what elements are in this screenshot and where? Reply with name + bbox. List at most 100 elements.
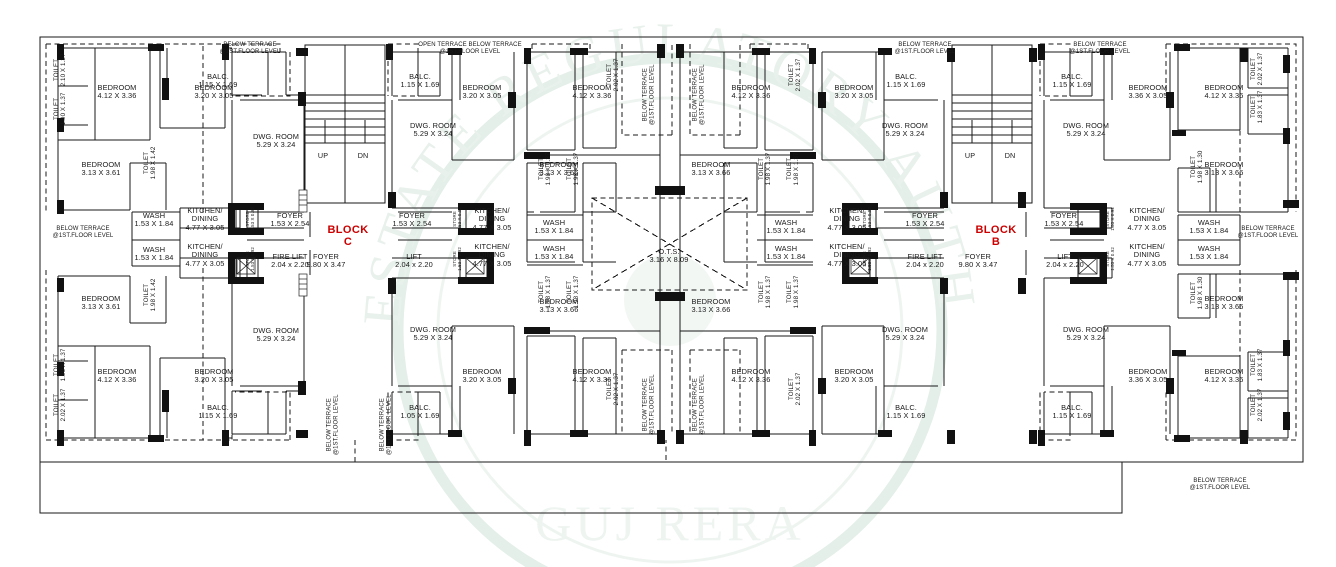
room-wash: WASH 1.53 X 1.84 [134, 211, 174, 229]
room-dwg: DWG. ROOM 5.29 X 3.24 [409, 325, 457, 343]
room-bedroom: BEDROOM 4.12 X 3.36 [572, 367, 612, 385]
room-toilet: TOILET 1.98 X 1.30 [1190, 150, 1204, 184]
room-toilet: TOILET 2.02 X 1.37 [53, 388, 67, 422]
room-wash: WASH 1.53 X 1.84 [534, 244, 574, 262]
stair-dn-label: DN [1004, 151, 1016, 160]
room-toilet: TOILET 1.90 X 1.37 [53, 92, 67, 126]
room-bedroom: BEDROOM 3.20 X 3.05 [834, 83, 874, 101]
room-fire-lift: FIRE LIFT 2.04 x 2.20 [271, 252, 309, 270]
room-kitchen: KITCHEN/ DINING 4.77 X 3.05 [1127, 206, 1167, 232]
walls-left-top [57, 47, 305, 229]
room-toilet: TOILET 1.98 X 1.37 [786, 152, 800, 186]
below-terrace-large-label: BELOW TERRACE @1ST.FLOOR LEVEL [1189, 478, 1251, 491]
room-kitchen: KITCHEN/ DINING 4.77 X 3.05 [185, 206, 225, 232]
below-terrace-label: BELOW TERRACE @1ST.FLOOR LEVEL [219, 42, 281, 55]
room-wash: WASH 1.53 X 1.84 [766, 218, 806, 236]
room-bedroom: BEDROOM 3.13 X 3.61 [81, 294, 121, 312]
store-label: STORE 1.53 X 0.92 [245, 207, 255, 231]
below-terrace-label: BELOW TERRACE @1ST.FLOOR LEVEL [1069, 42, 1131, 55]
below-terrace-label: BELOW TERRACE @1ST.FLOOR LEVEL [692, 64, 705, 126]
room-foyer: FOYER 1.53 X 2.54 [392, 211, 432, 229]
store-label: STORE 1.53 X 0.92 [1105, 247, 1115, 271]
stair-right [951, 44, 1033, 204]
room-wash: WASH 1.53 X 1.84 [1189, 218, 1229, 236]
room-bedroom: BEDROOM 3.20 X 3.05 [834, 367, 874, 385]
room-kitchen: KITCHEN/ DINING 4.77 X 3.05 [827, 242, 867, 268]
room-bedroom: BEDROOM 3.13 X 3.61 [81, 160, 121, 178]
room-bedroom: BEDROOM 4.12 X 3.36 [97, 83, 137, 101]
store-label: STORE 1.53 X 0.92 [452, 247, 462, 271]
room-dwg: DWG. ROOM 5.29 X 3.24 [252, 132, 300, 150]
room-bedroom: BEDROOM 3.36 X 3.05 [1128, 83, 1168, 101]
room-ots: O.T.S. 3.16 X 8.09 [649, 247, 689, 265]
room-bedroom: BEDROOM 4.12 X 3.36 [1204, 83, 1244, 101]
room-balc: BALC. 1.15 X 1.69 [886, 72, 926, 90]
walls-center-left [391, 51, 515, 435]
walls-left-bottom [57, 257, 305, 439]
room-toilet: TOILET 1.98 X 1.37 [566, 275, 580, 309]
room-balc: BALC. 1.15 X 1.69 [198, 403, 238, 421]
stair-dn-label: DN [357, 151, 369, 160]
room-toilet: TOILET 1.98 X 1.42 [143, 278, 157, 312]
room-dwg: DWG. ROOM 5.29 X 3.24 [252, 326, 300, 344]
store-label: STORE 1.53 X 0.92 [1105, 207, 1115, 231]
room-foyer-main: FOYER 9.80 X 3.47 [958, 252, 998, 270]
below-terrace-label: BELOW TERRACE @1ST.FLOOR LEVEL [379, 394, 392, 456]
walls-center-right [821, 51, 945, 435]
below-terrace-label: BELOW TERRACE @1ST.FLOOR LEVEL [692, 374, 705, 436]
room-dwg: DWG. ROOM 5.29 X 3.24 [881, 121, 929, 139]
store-label: STORE 1.53 X 0.92 [245, 247, 255, 271]
room-bedroom: BEDROOM 3.13 X 3.66 [1204, 294, 1244, 312]
room-wash: WASH 1.53 X 1.84 [134, 245, 174, 263]
room-foyer: FOYER 1.53 X 2.54 [270, 211, 310, 229]
stair-up-label: UP [317, 151, 329, 160]
below-terrace-label: BELOW TERRACE @1ST.FLOOR LEVEL [894, 42, 956, 55]
room-toilet: TOILET 2.02 X 1.37 [606, 58, 620, 92]
room-kitchen: KITCHEN/ DINING 4.77 X 3.05 [472, 242, 512, 268]
room-bedroom: BEDROOM 4.12 X 3.36 [97, 367, 137, 385]
window-symbols [298, 189, 308, 297]
room-bedroom: BEDROOM 3.20 X 3.05 [194, 83, 234, 101]
below-terrace-label: BELOW TERRACE @1ST.FLOOR LEVEL [642, 374, 655, 436]
room-bedroom: BEDROOM 3.20 X 3.05 [462, 367, 502, 385]
room-kitchen: KITCHEN/ DINING 4.77 X 3.05 [827, 206, 867, 232]
room-toilet: TOILET 1.98 X 1.37 [538, 152, 552, 186]
room-bedroom: BEDROOM 3.13 X 3.66 [691, 297, 731, 315]
room-balc: BALC. 1.15 X 1.69 [1052, 403, 1092, 421]
room-bedroom: BEDROOM 4.12 X 3.36 [731, 367, 771, 385]
room-lift: LIFT 2.04 x 2.20 [1046, 252, 1084, 270]
stair-left [304, 44, 386, 204]
room-toilet: TOILET 1.98 X 1.30 [1190, 276, 1204, 310]
room-bedroom: BEDROOM 4.12 X 3.36 [1204, 367, 1244, 385]
below-terrace-label: BELOW TERRACE @1ST.FLOOR LEVEL [1237, 226, 1299, 239]
room-lift: LIFT 2.04 x 2.20 [395, 252, 433, 270]
walls-center [526, 51, 814, 435]
room-toilet: TOILET 1.98 X 1.37 [786, 275, 800, 309]
stair-up-label: UP [964, 151, 976, 160]
room-toilet: TOILET 1.83 X 1.37 [1250, 90, 1264, 124]
room-dwg: DWG. ROOM 5.29 X 3.24 [1062, 325, 1110, 343]
room-kitchen: KITCHEN/ DINING 4.77 X 3.05 [472, 206, 512, 232]
room-bedroom: BEDROOM 3.20 X 3.05 [194, 367, 234, 385]
room-toilet: TOILET 1.98 X 1.37 [566, 152, 580, 186]
room-foyer: FOYER 1.53 X 2.54 [1044, 211, 1084, 229]
room-toilet: TOILET 2.02 X 1.37 [788, 58, 802, 92]
room-toilet: TOILET 2.02 X 1.37 [788, 372, 802, 406]
store-label: STORE 1.53 X 0.92 [862, 207, 872, 231]
room-bedroom: BEDROOM 3.13 X 3.66 [539, 297, 579, 315]
room-kitchen: KITCHEN/ DINING 4.77 X 3.05 [185, 242, 225, 268]
room-dwg: DWG. ROOM 5.29 X 3.24 [409, 121, 457, 139]
store-label: STORE 1.53 X 0.92 [862, 247, 872, 271]
room-toilet: TOILET 2.02 X 1.37 [606, 372, 620, 406]
below-terrace-label: BELOW TERRACE @1ST.FLOOR LEVEL [52, 226, 114, 239]
room-toilet: TOILET 1.98 X 1.37 [758, 152, 772, 186]
room-bedroom: BEDROOM 3.13 X 3.66 [691, 160, 731, 178]
block-c-title: BLOCK C [327, 224, 369, 249]
room-wash: WASH 1.53 X 1.84 [534, 218, 574, 236]
room-balc: BALC. 1.15 X 1.69 [400, 72, 440, 90]
below-terrace-label: BELOW TERRACE @1ST.FLOOR LEVEL [326, 394, 339, 456]
room-wash: WASH 1.53 X 1.84 [766, 244, 806, 262]
block-b-title: BLOCK B [975, 224, 1017, 249]
